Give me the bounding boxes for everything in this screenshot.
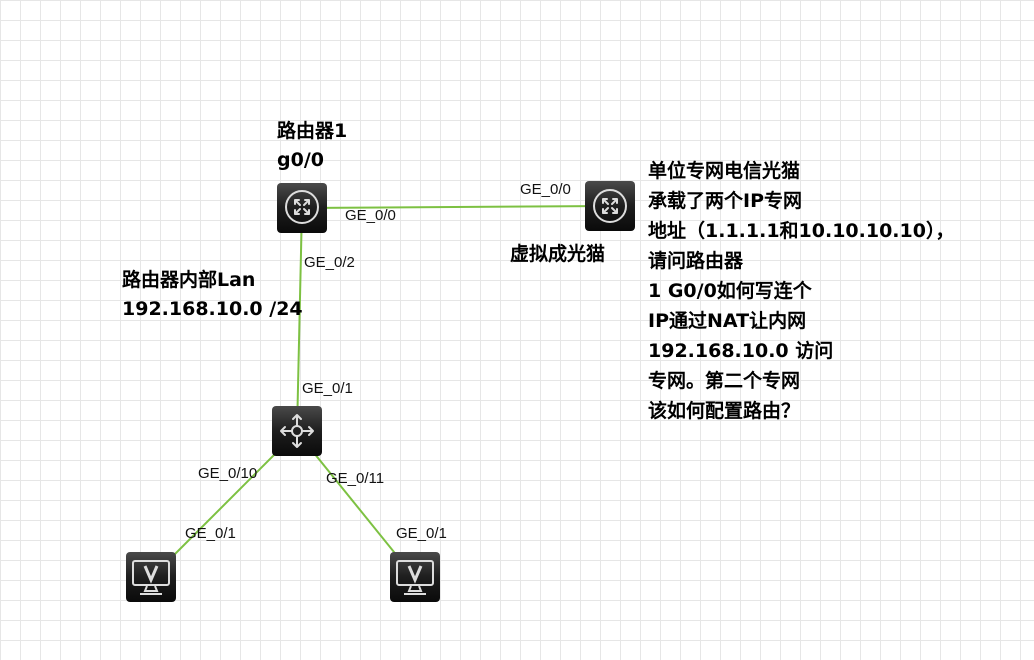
link-switch-pc1[interactable] bbox=[150, 431, 298, 579]
lan-subnet: 192.168.10.0 /24 bbox=[122, 298, 303, 320]
port-label-pc1: GE_0/1 bbox=[185, 525, 236, 542]
router1-title: 路由器1 bbox=[277, 120, 348, 142]
link-router1-router2[interactable] bbox=[301, 205, 611, 209]
question-line: 单位专网电信光猫 bbox=[648, 160, 801, 182]
question-line: IP通过NAT让内网 bbox=[648, 310, 807, 332]
router2-icon[interactable] bbox=[585, 181, 635, 231]
link-router1-switch[interactable] bbox=[296, 207, 303, 433]
question-line: 请问路由器 bbox=[648, 250, 744, 272]
question-line: 1 G0/0如何写连个 bbox=[648, 280, 812, 302]
question-note: 单位专网电信光猫 承载了两个IP专网 地址（1.1.1.1和10.10.10.1… bbox=[648, 156, 954, 426]
port-label-pc2: GE_0/1 bbox=[396, 525, 447, 542]
switch-icon[interactable] bbox=[272, 406, 322, 456]
question-line: 专网。第二个专网 bbox=[648, 370, 801, 392]
lan-title: 路由器内部Lan bbox=[122, 269, 256, 291]
router1-interface-label: g0/0 bbox=[277, 149, 324, 171]
question-line: 192.168.10.0 访问 bbox=[648, 340, 834, 362]
router1-icon[interactable] bbox=[277, 183, 327, 233]
question-line: 地址（1.1.1.1和10.10.10.10）， bbox=[648, 220, 955, 242]
router2-caption: 虚拟成光猫 bbox=[510, 243, 606, 265]
pc2-icon[interactable] bbox=[390, 552, 440, 602]
port-label-switch-to-pc2: GE_0/11 bbox=[326, 470, 385, 487]
pc1-icon[interactable] bbox=[126, 552, 176, 602]
port-label-switch-to-r1: GE_0/1 bbox=[302, 380, 353, 397]
port-label-r1-to-r2: GE_0/0 bbox=[345, 207, 396, 224]
port-label-switch-to-pc1: GE_0/10 bbox=[198, 465, 258, 482]
port-label-r1-to-switch: GE_0/2 bbox=[304, 254, 355, 271]
question-line: 该如何配置路由？ bbox=[648, 400, 801, 422]
port-label-r2-to-r1: GE_0/0 bbox=[520, 181, 571, 198]
question-line: 承载了两个IP专网 bbox=[648, 190, 802, 212]
